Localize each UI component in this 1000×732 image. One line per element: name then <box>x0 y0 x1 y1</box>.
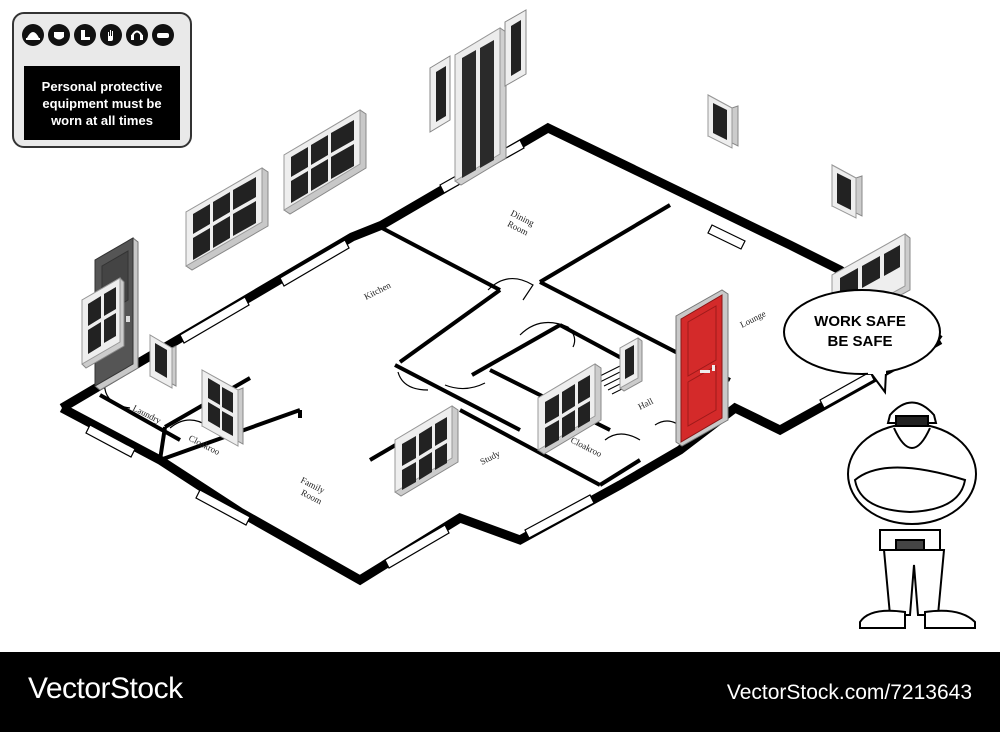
speech-line-2: BE SAFE <box>827 333 893 350</box>
room-label-hall: Hall <box>636 396 655 412</box>
room-label-study: Study <box>478 448 502 467</box>
hard-hat-icon <box>22 24 44 46</box>
footer-reference: VectorStock.com/7213643 <box>726 681 972 704</box>
ppe-sign: Personal protective equipment must be wo… <box>12 12 192 148</box>
safety-boots-icon <box>74 24 96 46</box>
window-large-2 <box>283 109 367 215</box>
watermark-footer: VectorStock VectorStock.com/7213643 <box>0 652 1000 732</box>
window-small-1 <box>707 94 739 149</box>
safety-goggles-icon <box>152 24 174 46</box>
svg-text:DiningRoom: DiningRoom <box>504 208 536 238</box>
floor-plan-illustration: DiningRoom Kitchen Lounge Laundry Cloakr… <box>59 9 977 629</box>
speech-bubble-text: WORK SAFE BE SAFE <box>790 312 930 352</box>
room-label-cloakroom-right: Cloakroo <box>569 435 604 459</box>
svg-text:FamilyRoom: FamilyRoom <box>294 475 328 506</box>
dust-mask-icon <box>48 24 70 46</box>
window-front-2 <box>537 363 602 455</box>
window-left-3 <box>201 369 244 447</box>
ear-defenders-icon <box>126 24 148 46</box>
window-large-1 <box>185 167 269 271</box>
speech-line-1: WORK SAFE <box>814 313 906 330</box>
window-left-2 <box>149 334 177 389</box>
room-label-cloakroom-left: Cloakroo <box>187 433 222 457</box>
ppe-icon-row <box>22 24 174 46</box>
window-front-3 <box>619 337 643 392</box>
patio-door <box>429 9 527 186</box>
room-label-kitchen: Kitchen <box>362 280 392 302</box>
window-front-1 <box>394 405 459 497</box>
front-door <box>675 289 729 447</box>
ppe-sign-text: Personal protective equipment must be wo… <box>24 66 180 140</box>
window-left-1 <box>81 277 125 369</box>
gloves-icon <box>100 24 122 46</box>
construction-worker <box>847 401 977 629</box>
room-label-lounge: Lounge <box>738 308 767 329</box>
window-small-2 <box>831 164 863 219</box>
speech-bubble <box>783 289 941 395</box>
footer-brand: VectorStock <box>28 672 183 705</box>
